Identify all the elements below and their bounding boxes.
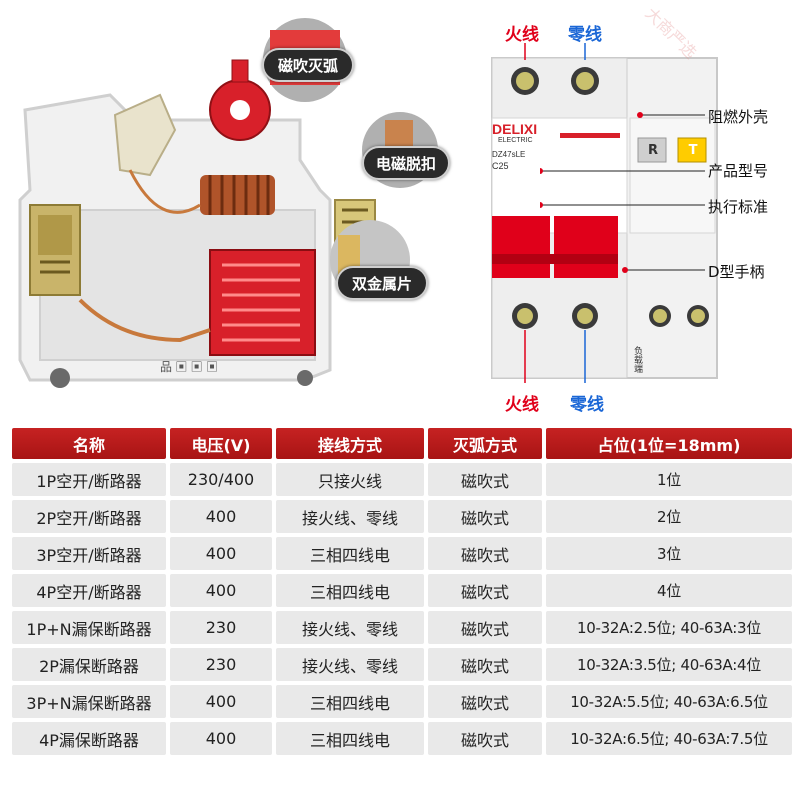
solenoid-coil bbox=[200, 175, 275, 215]
brand-logo: DELIXI bbox=[492, 121, 538, 137]
cell-name: 4P空开/断路器 bbox=[12, 574, 166, 607]
table-row: 2P空开/断路器 400 接火线、零线 磁吹式 2位 bbox=[12, 500, 792, 533]
cell-arc-method: 磁吹式 bbox=[428, 685, 542, 718]
cell-arc-method: 磁吹式 bbox=[428, 500, 542, 533]
header-voltage: 电压(V) bbox=[170, 428, 272, 459]
arc-chute bbox=[209, 249, 316, 356]
cell-voltage: 400 bbox=[170, 500, 272, 533]
base-code-text: 品 ▣ ▣ ▣ bbox=[160, 360, 219, 374]
label-bottom-neutral: 零线 bbox=[570, 395, 604, 415]
cell-voltage: 230/400 bbox=[170, 463, 272, 496]
reset-button-letter: R bbox=[647, 142, 658, 158]
test-button-letter: T bbox=[688, 142, 698, 158]
cell-name: 2P漏保断路器 bbox=[12, 648, 166, 681]
brand-sub: ELECTRIC bbox=[498, 137, 533, 144]
callout-magnetic-arc: 磁吹灭弧 bbox=[262, 48, 354, 82]
header-wiring: 接线方式 bbox=[276, 428, 424, 459]
header-name: 名称 bbox=[12, 428, 166, 459]
cell-arc-method: 磁吹式 bbox=[428, 611, 542, 644]
cell-width: 1位 bbox=[546, 463, 792, 496]
cell-wiring: 三相四线电 bbox=[276, 537, 424, 570]
cell-arc-method: 磁吹式 bbox=[428, 574, 542, 607]
cell-arc-method: 磁吹式 bbox=[428, 463, 542, 496]
cell-wiring: 只接火线 bbox=[276, 463, 424, 496]
cell-name: 1P+N漏保断路器 bbox=[12, 611, 166, 644]
table-header-row: 名称 电压(V) 接线方式 灭弧方式 占位(1位=18mm) bbox=[12, 428, 792, 459]
label-bottom-live: 火线 bbox=[505, 395, 539, 415]
breaker-cutaway-illustration bbox=[18, 18, 438, 388]
rating-text: C25 bbox=[492, 161, 509, 171]
spec-table: 名称 电压(V) 接线方式 灭弧方式 占位(1位=18mm) 1P空开/断路器 … bbox=[8, 424, 796, 759]
table-row: 4P漏保断路器 400 三相四线电 磁吹式 10-32A:6.5位; 40-63… bbox=[12, 722, 792, 755]
label-top-live: 火线 bbox=[505, 25, 539, 45]
cell-width: 4位 bbox=[546, 574, 792, 607]
left-terminal bbox=[29, 204, 81, 296]
cell-wiring: 三相四线电 bbox=[276, 722, 424, 755]
label-flame-retardant-shell: 阻燃外壳 bbox=[708, 108, 769, 126]
label-d-handle: D型手柄 bbox=[708, 263, 765, 281]
cell-arc-method: 磁吹式 bbox=[428, 537, 542, 570]
callout-lines bbox=[540, 112, 705, 273]
rcbo-device-front bbox=[491, 43, 718, 383]
table-row: 2P漏保断路器 230 接火线、零线 磁吹式 10-32A:3.5位; 40-6… bbox=[12, 648, 792, 681]
cell-voltage: 400 bbox=[170, 722, 272, 755]
load-side-label: 负载端 bbox=[633, 346, 643, 373]
callout-bimetal-strip: 双金属片 bbox=[336, 266, 428, 300]
d-handle-left bbox=[492, 216, 550, 278]
cell-width: 10-32A:5.5位; 40-63A:6.5位 bbox=[546, 685, 792, 718]
table-row: 4P空开/断路器 400 三相四线电 磁吹式 4位 bbox=[12, 574, 792, 607]
callout-electromagnetic-trip: 电磁脱扣 bbox=[362, 146, 450, 180]
cell-width: 2位 bbox=[546, 500, 792, 533]
cell-wiring: 三相四线电 bbox=[276, 685, 424, 718]
model-number: DZ47sLE bbox=[492, 150, 526, 159]
cell-wiring: 接火线、零线 bbox=[276, 648, 424, 681]
label-product-model: 产品型号 bbox=[708, 162, 769, 180]
cell-arc-method: 磁吹式 bbox=[428, 722, 542, 755]
cell-width: 10-32A:6.5位; 40-63A:7.5位 bbox=[546, 722, 792, 755]
cell-voltage: 230 bbox=[170, 648, 272, 681]
table-row: 3P空开/断路器 400 三相四线电 磁吹式 3位 bbox=[12, 537, 792, 570]
table-row: 1P+N漏保断路器 230 接火线、零线 磁吹式 10-32A:2.5位; 40… bbox=[12, 611, 792, 644]
label-standard: 执行标准 bbox=[708, 198, 769, 216]
cell-voltage: 230 bbox=[170, 611, 272, 644]
cell-name: 3P+N漏保断路器 bbox=[12, 685, 166, 718]
cell-wiring: 接火线、零线 bbox=[276, 611, 424, 644]
table-row: 1P空开/断路器 230/400 只接火线 磁吹式 1位 bbox=[12, 463, 792, 496]
cell-name: 3P空开/断路器 bbox=[12, 537, 166, 570]
cell-wiring: 接火线、零线 bbox=[276, 500, 424, 533]
cell-width: 10-32A:2.5位; 40-63A:3位 bbox=[546, 611, 792, 644]
cell-voltage: 400 bbox=[170, 537, 272, 570]
cell-name: 1P空开/断路器 bbox=[12, 463, 166, 496]
d-handle-right bbox=[554, 216, 618, 278]
header-arc-method: 灭弧方式 bbox=[428, 428, 542, 459]
cell-voltage: 400 bbox=[170, 685, 272, 718]
table-row: 3P+N漏保断路器 400 三相四线电 磁吹式 10-32A:5.5位; 40-… bbox=[12, 685, 792, 718]
cell-name: 4P漏保断路器 bbox=[12, 722, 166, 755]
cell-voltage: 400 bbox=[170, 574, 272, 607]
cell-width: 10-32A:3.5位; 40-63A:4位 bbox=[546, 648, 792, 681]
cell-arc-method: 磁吹式 bbox=[428, 648, 542, 681]
header-width: 占位(1位=18mm) bbox=[546, 428, 792, 459]
cell-wiring: 三相四线电 bbox=[276, 574, 424, 607]
cell-name: 2P空开/断路器 bbox=[12, 500, 166, 533]
label-top-neutral: 零线 bbox=[568, 25, 602, 45]
cell-width: 3位 bbox=[546, 537, 792, 570]
